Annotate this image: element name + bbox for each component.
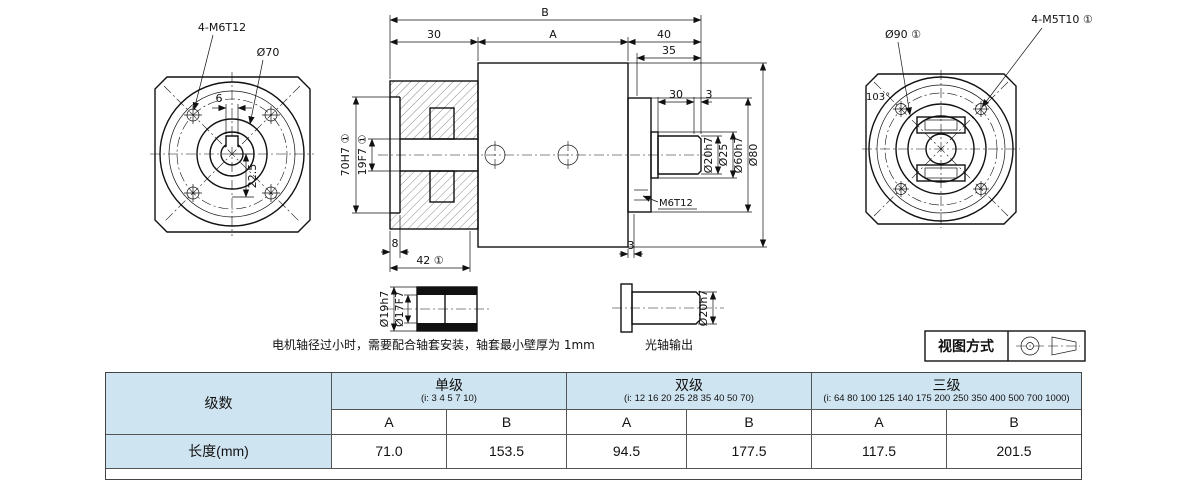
group-ratios: (i: 3 4 5 7 10) xyxy=(421,392,477,404)
clamp-slot-bottom xyxy=(916,164,966,182)
dim-B: B xyxy=(541,6,549,19)
bushing-wall-bottom xyxy=(417,323,477,331)
dim-d25: Ø25 xyxy=(717,144,730,167)
group-name: 单级 xyxy=(435,377,463,394)
bushing-detail: Ø19h7 Ø17F7 电机轴径过小时，需要配合轴套安装，轴套最小壁厚为 1mm xyxy=(272,286,595,352)
length-value: 94.5 xyxy=(566,434,686,468)
shaft-body xyxy=(631,291,701,325)
rear-bolt-circle xyxy=(884,92,998,206)
length-value: 201.5 xyxy=(946,434,1081,468)
view-method-box: 视图方式 xyxy=(924,330,1086,362)
front-dim-6: 6 xyxy=(216,92,223,105)
dim-d60: Ø60h7 xyxy=(732,137,745,174)
collar-section-top xyxy=(429,107,455,140)
front-view: 4-M6T12 Ø70 22.5 6 xyxy=(150,21,314,236)
rear-diameter-leader xyxy=(897,41,912,116)
first-angle-projection-icon xyxy=(1016,336,1080,356)
shaft-detail: Ø20h7 光轴输出 xyxy=(612,283,724,352)
dim-d17: Ø17F7 xyxy=(393,291,406,327)
dim-bore-19: 19F7 ① xyxy=(356,135,369,176)
front-diameter-leader xyxy=(248,59,264,125)
rear-hub-circle xyxy=(907,115,975,183)
rear-pilot-circle xyxy=(895,103,987,195)
group-ratios: (i: 12 16 20 25 28 35 40 50 70) xyxy=(624,392,754,404)
dim-30: 30 xyxy=(427,28,441,41)
length-value: 117.5 xyxy=(811,434,946,468)
table-group-triple: 三级 (i: 64 80 100 125 140 175 200 250 350… xyxy=(811,373,1081,409)
subheader-A: A xyxy=(566,409,686,434)
section-view: B 30 A 40 35 30 3 70H7 ① 19F7 ① Ø20h7 xyxy=(339,6,767,272)
dimension-table: 级数 单级 (i: 3 4 5 7 10) 双级 (i: 12 16 20 25… xyxy=(105,372,1082,480)
flange-hatch-top xyxy=(390,81,478,139)
rear-bore-circle xyxy=(925,133,957,165)
front-flange-outline xyxy=(154,76,311,233)
dim-bore-70: 70H7 ① xyxy=(339,134,352,177)
front-bolt-circle xyxy=(176,98,288,210)
empty-row xyxy=(106,468,1081,479)
front-thread-leader xyxy=(192,34,214,111)
shaft-caption: 光轴输出 xyxy=(645,337,693,352)
dim-8: 8 xyxy=(392,237,399,250)
rear-angle-label: 103° xyxy=(866,92,890,103)
bushing-note: 电机轴径过小时，需要配合轴套安装，轴套最小壁厚为 1mm xyxy=(272,337,595,352)
bushing-outline xyxy=(416,286,478,332)
rear-thread-leader xyxy=(981,27,1043,108)
rear-outer-circle xyxy=(868,76,1014,222)
subheader-B: B xyxy=(446,409,566,434)
dim-A: A xyxy=(549,28,557,41)
rear-thread-label: 4-M5T10 ① xyxy=(1031,13,1093,26)
dim-35: 35 xyxy=(662,44,676,57)
clamp-slot-top xyxy=(916,116,966,134)
subheader-B: B xyxy=(946,409,1081,434)
dim-40: 40 xyxy=(657,28,671,41)
subheader-B: B xyxy=(686,409,811,434)
flange-hatch-bottom xyxy=(390,171,478,229)
length-value: 71.0 xyxy=(331,434,446,468)
dim-3: 3 xyxy=(628,239,635,252)
front-bolt-holes xyxy=(184,106,280,202)
view-method-label: 视图方式 xyxy=(938,338,994,355)
front-keyway-mask xyxy=(226,136,238,147)
shaft-dim-d20: Ø20h7 xyxy=(697,290,710,327)
group-name: 双级 xyxy=(675,377,703,394)
length-value: 153.5 xyxy=(446,434,566,468)
front-thread-label: 4-M6T12 xyxy=(198,21,246,34)
clamp-slot-top-inner xyxy=(924,119,958,131)
rear-view: 4-M5T10 ① Ø90 ① 103° xyxy=(862,13,1093,228)
section-thread-label: M6T12 xyxy=(659,198,693,209)
rear-diameter-label: Ø90 ① xyxy=(885,28,921,41)
table-group-single: 单级 (i: 3 4 5 7 10) xyxy=(331,373,566,409)
front-outer-circle xyxy=(159,81,305,227)
rear-bolt-holes xyxy=(893,101,989,197)
dim-42: 42 ① xyxy=(416,254,443,267)
table-row-length-label: 长度(mm) xyxy=(106,434,331,468)
table-header-stage: 级数 xyxy=(106,373,331,434)
rear-face-circle xyxy=(876,84,1006,214)
clamp-slot-bottom-inner xyxy=(924,167,958,179)
engineering-drawing: 4-M6T12 Ø70 22.5 6 xyxy=(150,6,1093,362)
bushing-wall-top xyxy=(417,287,477,295)
front-pilot-circle xyxy=(196,118,268,190)
front-dim-22-5: 22.5 xyxy=(246,164,259,189)
output-shaft xyxy=(657,135,702,175)
front-face-circle xyxy=(168,90,296,218)
dim-d80: Ø80 xyxy=(747,144,760,167)
group-name: 三级 xyxy=(932,377,961,394)
front-diameter-label: Ø70 xyxy=(257,46,280,59)
subheader-A: A xyxy=(331,409,446,434)
dim-shaft-30: 30 xyxy=(669,88,683,101)
view-method-frame xyxy=(924,330,1086,362)
dim-shaft-3: 3 xyxy=(706,88,713,101)
dim-d19: Ø19h7 xyxy=(378,291,391,328)
dim-d20: Ø20h7 xyxy=(702,137,715,174)
rear-flange-outline xyxy=(865,73,1017,225)
front-keyway xyxy=(225,135,239,147)
length-value: 177.5 xyxy=(686,434,811,468)
group-ratios: (i: 64 80 100 125 140 175 200 250 350 40… xyxy=(823,392,1070,404)
thread-leader xyxy=(642,195,659,203)
table-group-double: 双级 (i: 12 16 20 25 28 35 40 50 70) xyxy=(566,373,811,409)
subheader-A: A xyxy=(811,409,946,434)
collar-section-bottom xyxy=(429,170,455,203)
